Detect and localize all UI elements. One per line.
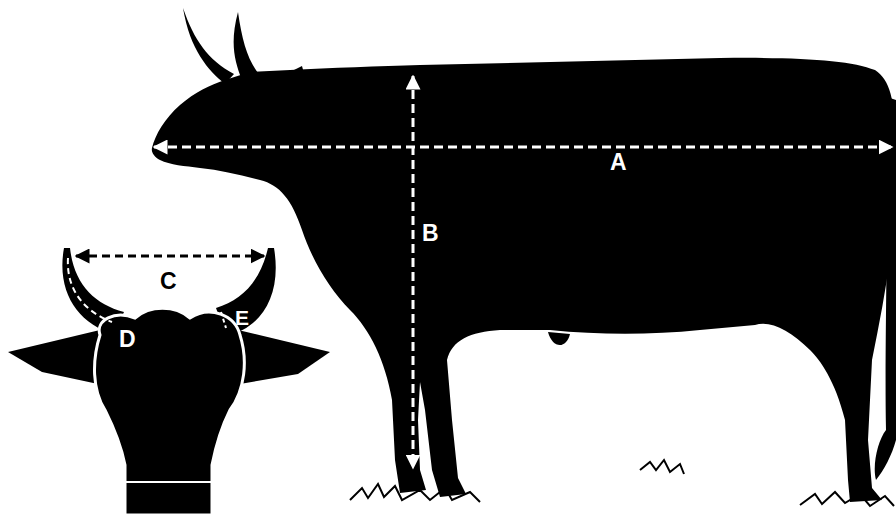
cow-head-front (8, 248, 330, 515)
height-dimension (412, 76, 415, 468)
grass-tuft (350, 460, 894, 506)
dimension-letter: A (610, 151, 627, 174)
horn-length-line (221, 312, 226, 328)
horn-span-dimension (76, 255, 264, 258)
dimension-letter: D (119, 328, 136, 351)
length-dimension (154, 146, 892, 149)
dimension-letter: E (235, 307, 249, 328)
horn-length-line (68, 258, 112, 322)
dimension-letter: B (422, 222, 439, 245)
dimension-letter: C (160, 270, 177, 293)
